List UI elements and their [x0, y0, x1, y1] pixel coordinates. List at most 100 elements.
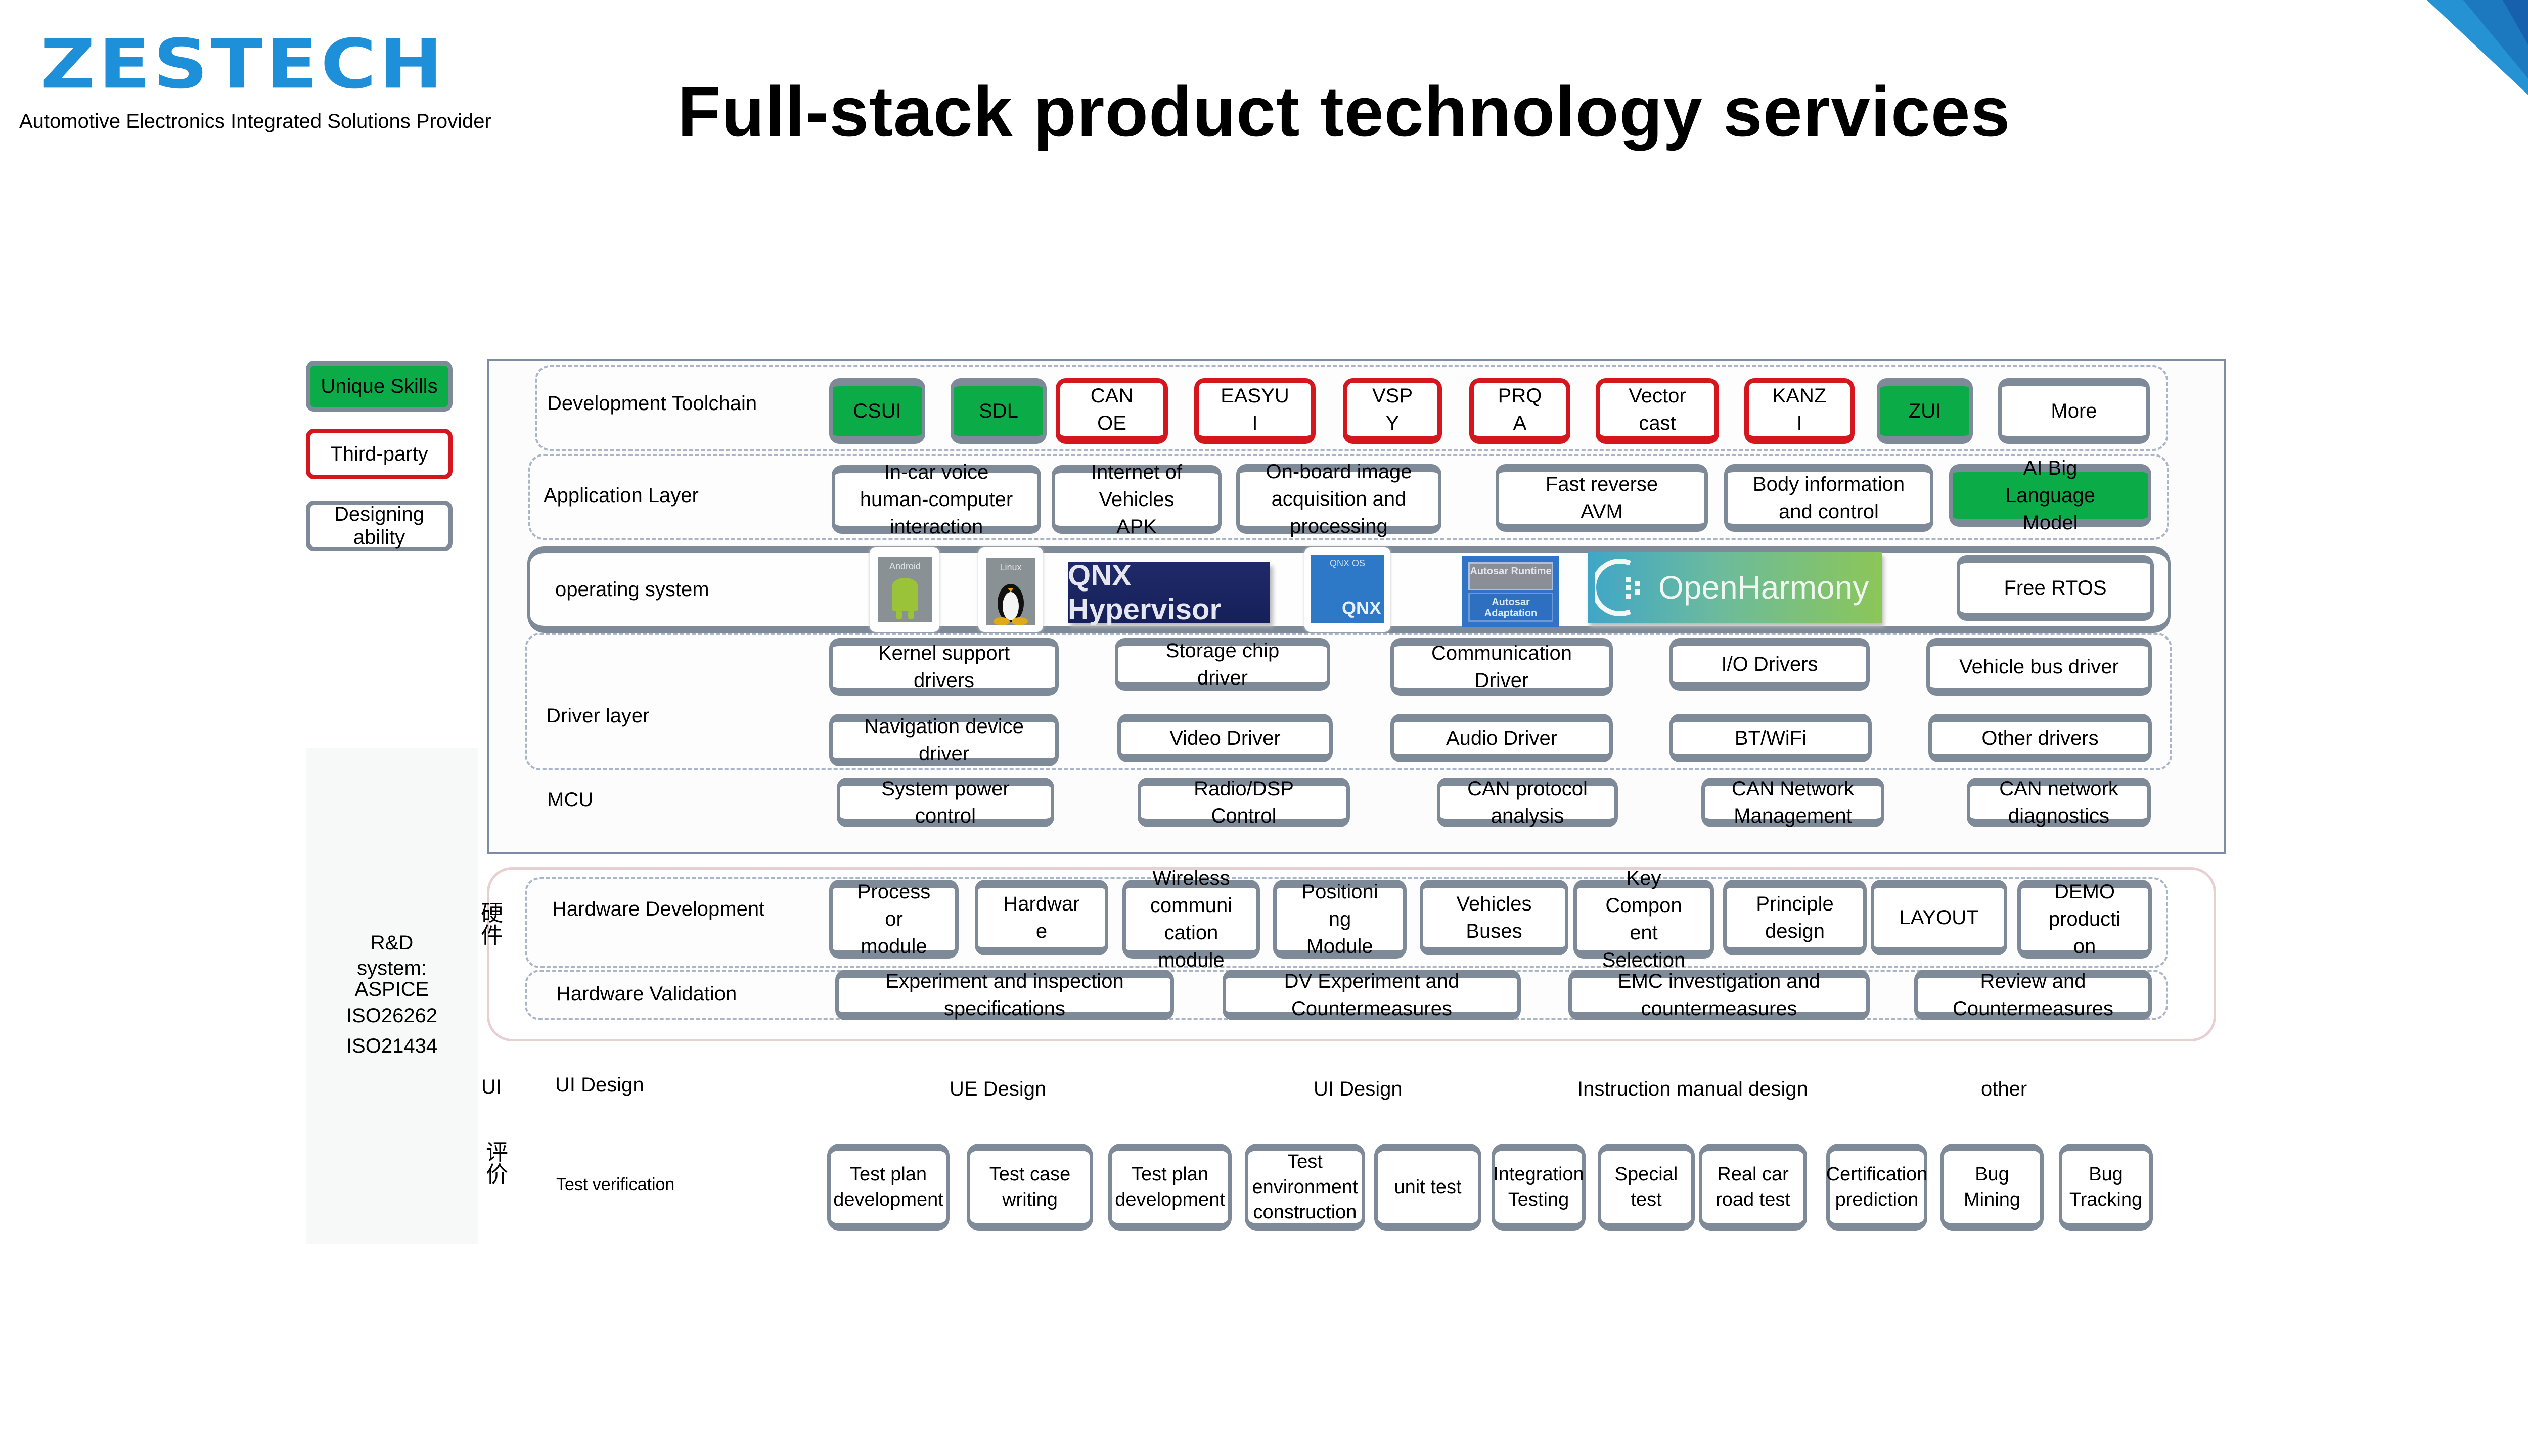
box-label-line: Vehicles: [1099, 488, 1175, 511]
box-label-line: Experiment and inspection: [885, 970, 1124, 992]
test-item-certification-prediction: Certification prediction: [1826, 1144, 1927, 1231]
box-label-line: Wireless: [1152, 867, 1230, 889]
box-label-line: Kernel support: [878, 642, 1010, 664]
box-label-line: Language: [2005, 484, 2095, 507]
legend-label: Unique Skills: [321, 375, 438, 397]
box-label-line: ZUI: [1908, 400, 1942, 422]
box-label-line: I/O Drivers: [1721, 653, 1818, 675]
box-label-line: diagnostics: [2008, 805, 2110, 827]
test-item-label: Bug Tracking: [2069, 1164, 2143, 1210]
box-label-line: BT/WiFi: [1734, 727, 1807, 749]
toolchain-item-zui: ZUI: [1877, 378, 1973, 444]
box-label-line: cast: [1639, 412, 1676, 434]
test-item-test-case-writing: Test case writing: [967, 1144, 1093, 1231]
box-label: Other drivers: [1981, 724, 2098, 752]
box-label: BT/WiFi: [1735, 724, 1807, 752]
box-label-line: human-computer: [860, 488, 1013, 511]
box-label-line: control: [915, 805, 976, 827]
test-item-integration-testing: Integration Testing: [1492, 1144, 1586, 1231]
box-label-line: Communication: [1431, 642, 1572, 664]
box-label-line: KANZ: [1772, 384, 1827, 407]
driver-item-audio-driver: Audio Driver: [1390, 714, 1613, 762]
legend-unique-skills: Unique Skills: [306, 361, 453, 412]
box-label-line: producti: [2048, 908, 2121, 930]
row-label-development-toolchain: Development Toolchain: [547, 392, 757, 415]
box-label-line: acquisition and: [1271, 488, 1407, 510]
test-item-test-environment-construction: Test environment construction: [1245, 1144, 1365, 1231]
box-label-line: ent: [1630, 922, 1658, 944]
test-item-label: unit test: [1394, 1176, 1462, 1198]
box-label-line: CAN protocol: [1467, 778, 1588, 800]
test-item-special-test: Special test: [1598, 1144, 1695, 1231]
box-label-line: analysis: [1491, 805, 1564, 827]
row-label-hardware-development: Hardware Development: [552, 898, 765, 920]
box-label-line: Body information: [1752, 473, 1905, 495]
test-item-label: Test case writing: [989, 1164, 1071, 1210]
row-label-test-verification: Test verification: [556, 1175, 675, 1194]
test-item-label: Test plan development: [833, 1164, 943, 1210]
evaluation-side-label: 评价: [486, 1140, 508, 1188]
mcu-item-can-network-diagnostics: CAN network diagnostics: [1967, 778, 2151, 827]
test-item-test-plan-development: Test plan development: [827, 1144, 950, 1231]
box-label: Experiment and inspection specifications: [885, 968, 1123, 1022]
box-label-line: Storage chip: [1165, 640, 1280, 662]
box-label-line: Audio Driver: [1446, 727, 1558, 749]
company-tagline: Automotive Electronics Integrated Soluti…: [19, 110, 491, 132]
ui-item-other: other: [1981, 1078, 2027, 1100]
box-label: Audio Driver: [1446, 724, 1557, 752]
corner-decoration: [2427, 0, 2528, 95]
box-label-line: I: [1252, 412, 1258, 434]
toolchain-item-csui: CSUI: [829, 378, 925, 444]
box-label-line: specifications: [943, 997, 1066, 1020]
hw-dev-item-layout: LAYOUT: [1871, 880, 2007, 956]
row-label-hardware-validation: Hardware Validation: [556, 983, 737, 1005]
box-label-line: Hardwar: [1003, 893, 1080, 915]
box-label-line: Internet of: [1091, 461, 1183, 483]
driver-item-video-driver: Video Driver: [1117, 714, 1333, 762]
row-driver-layer: [525, 633, 2172, 770]
test-item-real-car-road-test: Real car road test: [1699, 1144, 1807, 1231]
qnx-os-logo: QNX OS QNX: [1311, 555, 1384, 623]
box-label: Vehicle bus driver: [1959, 653, 2119, 680]
box-label-line: Y: [1385, 412, 1400, 434]
qnx-os-caption: QNX OS: [1329, 558, 1365, 568]
box-label: I/O Drivers: [1721, 651, 1818, 678]
ui-item-ui-design: UI Design: [1314, 1078, 1403, 1100]
box-label-line: CAN network: [1999, 778, 2118, 800]
box-label-line: AI Big: [2023, 457, 2078, 479]
box-label-line: OE: [1097, 412, 1126, 434]
legend-third-party: Third-party: [306, 429, 453, 479]
test-item-label: Integration Testing: [1493, 1164, 1584, 1210]
linux-caption: Linux: [1000, 562, 1022, 572]
corner-stripe-mid: [2463, 0, 2528, 78]
box-label-line: Key: [1626, 867, 1661, 889]
box-label-line: Countermeasures: [1291, 997, 1452, 1020]
driver-item-other-drivers: Other drivers: [1928, 714, 2152, 762]
driver-item-i-o-drivers: I/O Drivers: [1669, 638, 1870, 691]
autosar-adaptation-block: Autosar Adaptation: [1468, 593, 1553, 622]
legend-label: Designing ability: [334, 503, 424, 549]
test-item-label: Special test: [1614, 1164, 1678, 1210]
box-label-line: Radio/DSP: [1194, 778, 1294, 800]
box-label-line: DEMO: [2054, 881, 2115, 903]
